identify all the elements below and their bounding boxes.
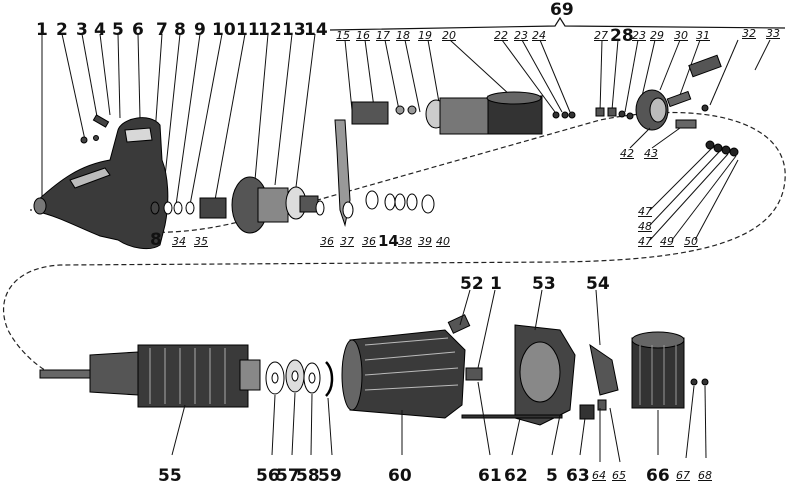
- callout-57: 57: [276, 466, 300, 486]
- callout-5-second: 5: [546, 466, 558, 486]
- leader-lines-bottom: [171, 289, 707, 463]
- callout-54: 54: [586, 274, 610, 294]
- callout-28: 28: [610, 26, 634, 46]
- washers-47-50: [705, 140, 739, 157]
- callout-32: 32: [742, 27, 756, 40]
- callout-14-second: 14: [378, 232, 399, 250]
- callout-60: 60: [388, 466, 412, 486]
- callout-4: 4: [94, 20, 106, 40]
- group-bracket-69: [329, 16, 786, 31]
- callout-24: 24: [532, 29, 546, 42]
- callout-2: 2: [56, 20, 68, 40]
- callout-53: 53: [532, 274, 556, 294]
- callout-18: 18: [396, 29, 410, 42]
- callout-17: 17: [376, 29, 390, 42]
- commutator-end-frame: [461, 324, 591, 426]
- callout-35: 35: [194, 235, 208, 248]
- callout-1-second: 1: [490, 274, 502, 294]
- callout-27: 27: [594, 29, 608, 42]
- callout-23-second: 23: [632, 29, 646, 42]
- callout-63: 63: [566, 466, 590, 486]
- field-housing: [341, 314, 471, 419]
- callout-59: 59: [318, 466, 342, 486]
- callout-23: 23: [514, 29, 528, 42]
- leader-lines-mid: [629, 127, 739, 241]
- callout-1: 1: [36, 20, 48, 40]
- callout-61: 61: [478, 466, 502, 486]
- callout-65: 65: [612, 469, 626, 482]
- callout-40: 40: [436, 235, 450, 248]
- callout-34: 34: [172, 235, 186, 248]
- callout-10: 10: [212, 20, 236, 40]
- callout-29: 29: [650, 29, 664, 42]
- callout-33: 33: [766, 27, 780, 40]
- callout-36: 36: [320, 235, 334, 248]
- callout-5: 5: [112, 20, 124, 40]
- end-cap-parts: [552, 54, 722, 131]
- callout-8: 8: [174, 20, 186, 40]
- callout-64: 64: [592, 469, 606, 482]
- callout-22: 22: [494, 29, 508, 42]
- small-parts-left: [80, 114, 195, 215]
- pinion-clutch: [199, 176, 319, 234]
- callout-52: 52: [460, 274, 484, 294]
- callout-68: 68: [698, 469, 712, 482]
- callout-56: 56: [256, 466, 280, 486]
- callout-50: 50: [684, 235, 698, 248]
- callout-8-second: 8: [150, 230, 162, 250]
- callout-6: 6: [132, 20, 144, 40]
- callout-43: 43: [644, 147, 658, 160]
- callout-39: 39: [418, 235, 432, 248]
- callout-58: 58: [296, 466, 320, 486]
- callout-19: 19: [418, 29, 432, 42]
- callout-30: 30: [674, 29, 688, 42]
- callout-48: 48: [638, 220, 652, 233]
- callout-15: 15: [336, 29, 350, 42]
- callout-3: 3: [76, 20, 88, 40]
- callout-36-second: 36: [362, 235, 376, 248]
- solenoid-parts: [351, 91, 543, 135]
- callout-16: 16: [356, 29, 370, 42]
- callout-38: 38: [398, 235, 412, 248]
- callout-67: 67: [676, 469, 690, 482]
- lever-and-rings: [315, 119, 435, 227]
- callout-31: 31: [696, 29, 710, 42]
- callout-7: 7: [156, 20, 168, 40]
- washers-56-59: [265, 359, 334, 397]
- callout-49: 49: [660, 235, 674, 248]
- armature: [39, 344, 261, 408]
- callout-11: 11: [236, 20, 260, 40]
- callout-12: 12: [258, 20, 282, 40]
- callout-9: 9: [194, 20, 206, 40]
- callout-42: 42: [620, 147, 634, 160]
- callout-37: 37: [340, 235, 354, 248]
- callout-20: 20: [442, 29, 456, 42]
- leader-lines-top: [41, 33, 771, 206]
- brush-parts: [579, 343, 619, 420]
- callout-69: 69: [550, 0, 574, 20]
- callout-47-second: 47: [638, 235, 652, 248]
- callout-55: 55: [158, 466, 182, 486]
- callout-62: 62: [504, 466, 528, 486]
- drive-housing: [33, 117, 169, 250]
- callout-47: 47: [638, 205, 652, 218]
- callout-14: 14: [304, 20, 328, 40]
- callout-13: 13: [282, 20, 306, 40]
- end-cover: [631, 331, 709, 409]
- callout-66: 66: [646, 466, 670, 486]
